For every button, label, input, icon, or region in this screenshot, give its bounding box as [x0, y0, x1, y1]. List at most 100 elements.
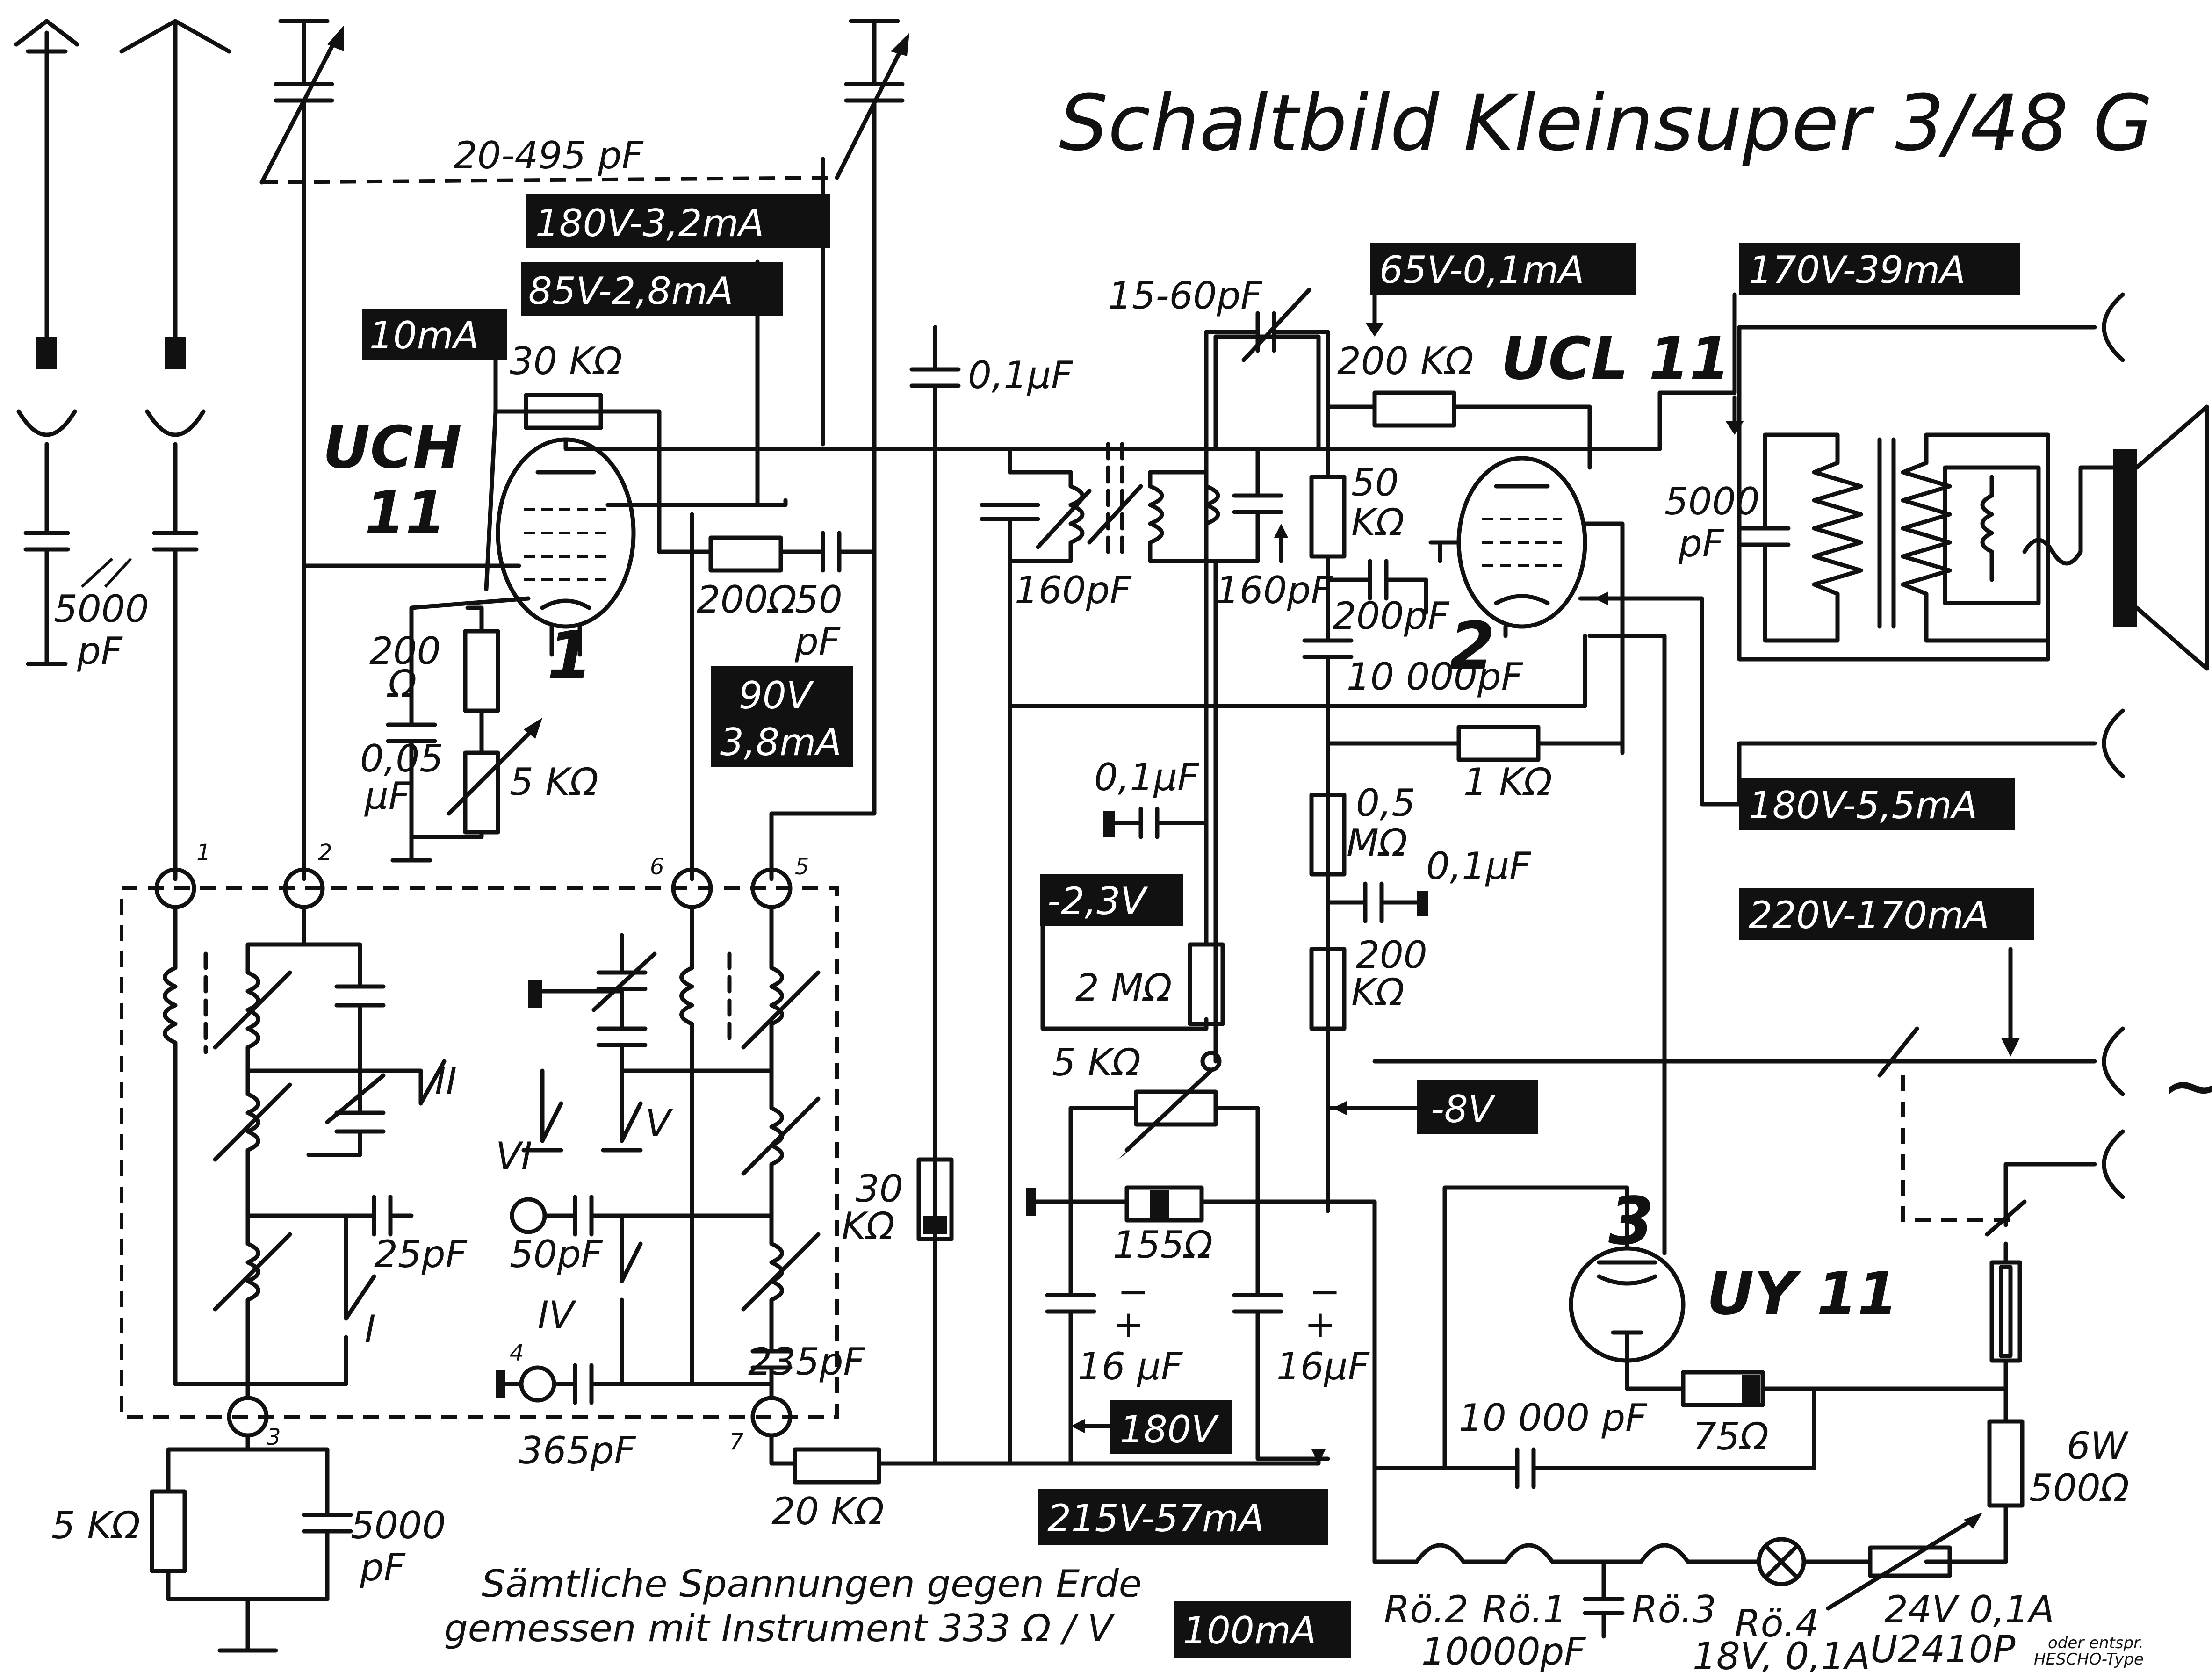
c-50pf-label-b: pF	[794, 620, 841, 663]
voltage-box-v12: 215V-57mA	[1038, 1489, 1328, 1545]
heater-note-b: HESCHO-Type	[2034, 1650, 2144, 1669]
heater-reg-a: 24V 0,1A	[1884, 1588, 2054, 1631]
antenna-input-left	[14, 19, 79, 666]
voltage-box-v8: 220V-170mA	[1739, 888, 2034, 940]
heater-cap: 10000pF	[1421, 1630, 1586, 1672]
voltage-box-v13: 100mA	[1174, 1601, 1351, 1658]
svg-text:30: 30	[856, 1167, 903, 1211]
r-20k-label: 20 KΩ	[771, 1490, 884, 1533]
tuning-capacitor-right	[835, 19, 909, 559]
svg-text:-8V: -8V	[1431, 1088, 1496, 1131]
svg-text:6W: 6W	[2067, 1424, 2129, 1468]
voltage-box-v2: 85V-2,8mA	[521, 262, 783, 316]
svg-text:90V: 90V	[739, 674, 814, 717]
svg-text:VI: VI	[496, 1134, 532, 1178]
voltage-box-v4: 90V 3,8mA	[711, 666, 853, 767]
svg-text:200: 200	[1356, 933, 1427, 977]
tube-uy11-label: UY 11	[1707, 1260, 1898, 1328]
svg-text:I: I	[365, 1307, 376, 1351]
svg-text:−: −	[1117, 1270, 1149, 1313]
svg-text:365pF: 365pF	[519, 1429, 636, 1472]
svg-text:pF: pF	[1678, 522, 1724, 565]
coil-box	[120, 886, 839, 1419]
voltage-box-v10: -8V	[1417, 1080, 1538, 1134]
r-5k-pot-label: 5 KΩ	[510, 760, 598, 804]
voltage-box-v9: -2,3V	[1040, 874, 1183, 926]
svg-text:15-60pF: 15-60pF	[1108, 274, 1262, 317]
tube-uch11-num: 1	[547, 618, 592, 694]
voltage-box-v1: 180V-3,2mA	[526, 194, 830, 248]
svg-text:3,8mA: 3,8mA	[720, 721, 842, 764]
tube-uch11-label-a: UCH	[323, 414, 462, 482]
svg-text:160pF: 160pF	[1015, 569, 1131, 612]
speaker-jacks	[1737, 292, 2125, 807]
svg-text:1: 1	[196, 840, 211, 866]
tube-uy11-num: 3	[1608, 1183, 1654, 1260]
heater-ro1: Rö.1	[1482, 1588, 1567, 1631]
svg-text:10mA: 10mA	[369, 314, 479, 357]
svg-text:160pF: 160pF	[1216, 569, 1333, 612]
svg-text:7: 7	[729, 1429, 744, 1455]
svg-text:75Ω: 75Ω	[1693, 1415, 1769, 1458]
svg-text:155Ω: 155Ω	[1113, 1223, 1213, 1267]
r-200ohm-label-a: 200	[369, 629, 441, 673]
svg-text:50: 50	[1351, 461, 1399, 504]
svg-text:215V-57mA: 215V-57mA	[1047, 1497, 1264, 1540]
svg-text:+: +	[1304, 1303, 1336, 1346]
svg-text:4: 4	[510, 1340, 524, 1366]
svg-text:5000: 5000	[351, 1504, 446, 1547]
svg-text:500Ω: 500Ω	[2029, 1466, 2129, 1510]
r-200ohm-g-label: 200Ω	[697, 578, 797, 621]
svg-text:180V: 180V	[1120, 1408, 1219, 1451]
heater-ro3: Rö.3	[1632, 1588, 1716, 1631]
svg-text:5 KΩ: 5 KΩ	[1052, 1041, 1141, 1084]
svg-text:IV: IV	[538, 1293, 577, 1337]
heater-ro4: Rö.4	[1735, 1602, 1819, 1645]
heater-reg-b: U2410P	[1870, 1628, 2016, 1671]
heater-note-a: oder entspr.	[2048, 1634, 2144, 1652]
svg-text:6: 6	[650, 854, 664, 880]
svg-text:5: 5	[795, 854, 809, 880]
antenna-input-right	[119, 19, 231, 881]
r-200k-top-label: 200 KΩ	[1337, 339, 1474, 383]
c-ant-label-b: pF	[77, 629, 123, 673]
svg-text:5000: 5000	[1664, 480, 1760, 523]
voltage-box-v5: 65V-0,1mA	[1370, 243, 1636, 295]
svg-text:65V-0,1mA: 65V-0,1mA	[1379, 248, 1584, 292]
svg-text:100mA: 100mA	[1183, 1609, 1316, 1652]
svg-text:2: 2	[318, 840, 332, 866]
svg-text:0,1µF: 0,1µF	[1426, 844, 1531, 888]
detector-network: 0,1µF 2 MΩ 5 KΩ 0,5 MΩ 0,1µF 200 KΩ	[1040, 741, 1531, 1209]
svg-text:200pF: 200pF	[1333, 594, 1449, 638]
svg-text:−: −	[1309, 1270, 1340, 1313]
coil-bank-right: VI V 50pF IV 235pF 365pF	[496, 905, 865, 1472]
c-tune-label: 20-495 pF	[454, 134, 644, 177]
heater-chain	[1372, 1513, 2008, 1639]
svg-text:0,5: 0,5	[1356, 781, 1415, 825]
title: Schaltbild Kleinsuper 3/48 G	[1059, 78, 2153, 168]
svg-text:KΩ: KΩ	[842, 1204, 895, 1248]
heater-ro2: Rö.2	[1384, 1588, 1469, 1631]
trimmer-15-60pf: 15-60pF	[1108, 274, 1330, 853]
voltage-box-v3: 10mA	[362, 309, 507, 360]
c-ant-label-a: 5000	[54, 587, 149, 631]
tube-uy11	[1569, 1246, 1686, 1363]
output-transformer: 5000 pF	[1657, 292, 2120, 643]
svg-text:V: V	[645, 1102, 673, 1145]
svg-text:1 KΩ: 1 KΩ	[1463, 760, 1552, 804]
tube-uch11-label-b: 11	[365, 479, 446, 547]
network-bottom-left: 5 KΩ 5000 pF	[51, 1433, 446, 1653]
svg-text:235pF: 235pF	[748, 1340, 865, 1384]
svg-text:180V-3,2mA: 180V-3,2mA	[535, 202, 764, 245]
svg-text:KΩ: KΩ	[1351, 501, 1405, 544]
svg-text:pF: pF	[360, 1546, 406, 1589]
svg-text:170V-39mA: 170V-39mA	[1749, 248, 1966, 292]
svg-text:0,1µF: 0,1µF	[1094, 756, 1199, 799]
svg-text:10 000 pF: 10 000 pF	[1459, 1396, 1647, 1440]
c-005-label-b: µF	[364, 774, 411, 818]
tube-ucl11-label: UCL 11	[1501, 325, 1730, 393]
capacitor-01uf-top: 0,1µF	[909, 325, 1073, 1466]
voltage-box-v7: 180V-5,5mA	[1739, 778, 2015, 830]
svg-text:5 KΩ: 5 KΩ	[51, 1504, 140, 1547]
